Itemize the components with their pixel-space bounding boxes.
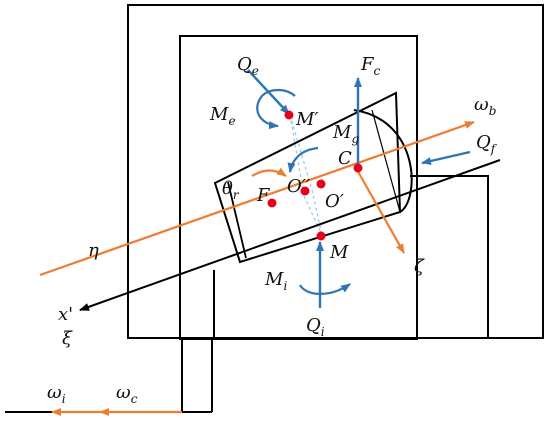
Mi-moment-arrow xyxy=(299,283,351,295)
label-Mprime: M′ xyxy=(295,109,319,130)
theta-r-arrow xyxy=(251,167,287,177)
label-omega-i: ωi xyxy=(47,382,66,406)
label-O2: O′′ xyxy=(287,176,310,197)
rotor-inner-line xyxy=(227,181,247,259)
rotor-dome xyxy=(353,109,413,213)
points xyxy=(267,110,363,241)
label-xi: ξ xyxy=(62,328,73,349)
label-Mg: Mg xyxy=(332,122,359,146)
point-Mprime xyxy=(284,110,294,120)
label-Qi: Qi xyxy=(306,315,325,339)
label-theta-r: θr xyxy=(222,178,240,202)
label-Me: Me xyxy=(209,104,236,128)
label-eta: η xyxy=(88,240,99,261)
Mg-moment-arrow xyxy=(287,146,319,173)
label-Qe: Qe xyxy=(237,54,259,78)
point-M xyxy=(316,231,326,241)
label-Mi: Mi xyxy=(264,269,287,293)
label-xprime: x' xyxy=(58,304,73,325)
Me-moment-arrow xyxy=(256,95,279,130)
label-O1: O′ xyxy=(325,191,344,212)
labels: Qe Me M′ Mg Fc C ωb Qf θr F O′′ O′ η M ζ… xyxy=(47,54,498,406)
label-Qf: Qf xyxy=(476,132,498,156)
label-omega-c: ωc xyxy=(116,382,138,406)
base-block xyxy=(410,175,489,338)
axis-xprime-arrow xyxy=(79,159,501,311)
omega-b-arrow xyxy=(39,120,475,277)
label-C: C xyxy=(338,148,352,169)
Qf-arrow xyxy=(421,150,471,165)
point-C xyxy=(353,163,363,173)
label-omega-b: ωb xyxy=(474,94,496,118)
point-O2 xyxy=(300,186,310,196)
label-zeta: ζ xyxy=(414,256,425,277)
label-Fc: Fc xyxy=(360,54,381,78)
point-O1 xyxy=(316,179,326,189)
inner-frame xyxy=(179,35,418,340)
Me-moment-tail xyxy=(261,88,296,97)
zeta-arrow xyxy=(355,167,405,254)
label-M: M xyxy=(329,242,349,263)
label-F: F xyxy=(256,185,271,206)
rotor-face-line xyxy=(371,109,401,213)
point-F xyxy=(267,198,277,208)
